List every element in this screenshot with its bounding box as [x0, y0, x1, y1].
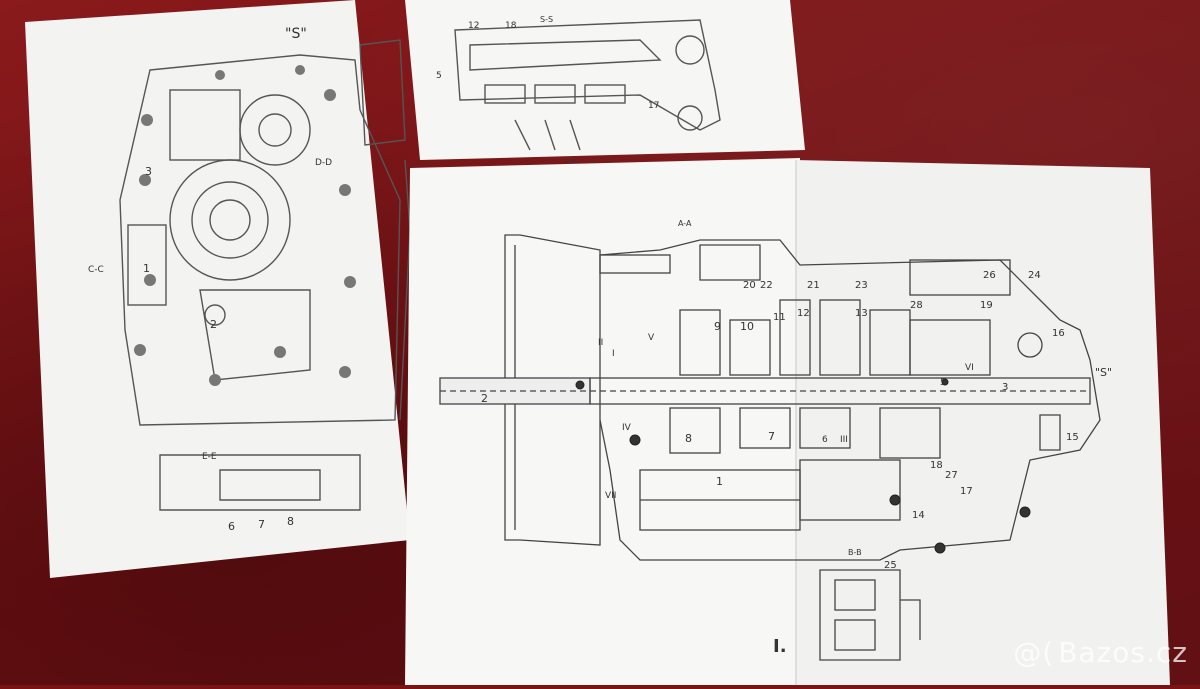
main-roman-2: II — [598, 338, 603, 348]
main-callout-2: 2 — [481, 392, 488, 405]
main-callout-20: 20 — [743, 280, 756, 291]
main-section-a: A-A — [678, 219, 692, 228]
main-callout-11: 11 — [773, 312, 786, 323]
bazos-watermark: @(Bazos.cz — [1013, 636, 1188, 669]
main-output-s: "S" — [1095, 366, 1112, 379]
main-roman-7: VII — [605, 491, 616, 501]
main-section-b: B-B — [848, 548, 862, 557]
left-callout-8: 8 — [287, 515, 294, 528]
main-callout-9: 9 — [714, 320, 721, 333]
main-callout-28: 28 — [910, 300, 923, 311]
left-section-c: C-C — [88, 265, 104, 275]
main-sheet-number: I. — [773, 636, 787, 657]
main-callout-21: 21 — [807, 280, 820, 291]
left-callout-6: 6 — [228, 520, 235, 533]
left-section-d: D-D — [315, 158, 332, 168]
left-callout-7: 7 — [258, 518, 265, 531]
left-callout-2: 2 — [210, 318, 217, 331]
main-callout-24: 24 — [1028, 270, 1041, 281]
main-callout-27: 27 — [945, 470, 958, 481]
main-roman-5: V — [648, 333, 655, 343]
left-section-e: E-E — [202, 452, 217, 462]
main-callout-5: 5 — [940, 378, 946, 388]
top-callout-18: 18 — [505, 21, 517, 31]
main-callout-19: 19 — [980, 300, 993, 311]
left-callout-3: 3 — [145, 165, 152, 178]
top-callout-17: 17 — [648, 101, 659, 111]
main-roman-1: I — [612, 349, 615, 359]
main-roman-3: III — [840, 435, 848, 445]
main-callout-25: 25 — [884, 560, 897, 571]
main-callout-26: 26 — [983, 270, 996, 281]
main-callout-18: 18 — [930, 460, 943, 471]
main-roman-6: VI — [965, 363, 974, 373]
bazos-logo-icon: @( — [1013, 636, 1055, 669]
main-callout-13: 13 — [855, 308, 868, 319]
main-callout-3: 3 — [1002, 382, 1008, 393]
main-callout-17: 17 — [960, 486, 973, 497]
top-callout-12: 12 — [468, 21, 479, 31]
main-callout-15: 15 — [1066, 432, 1079, 443]
main-callout-22: 22 — [760, 280, 773, 291]
main-callout-12: 12 — [797, 308, 810, 319]
main-callout-16: 16 — [1052, 328, 1065, 339]
main-callout-14: 14 — [912, 510, 925, 521]
main-callout-8: 8 — [685, 432, 692, 445]
left-callout-1: 1 — [143, 262, 150, 275]
bazos-watermark-text: Bazos.cz — [1058, 636, 1188, 669]
top-section-6: 6-6 — [565, 158, 578, 167]
main-roman-4: IV — [622, 423, 632, 433]
top-callout-5: 5 — [436, 71, 442, 81]
main-callout-1: 1 — [716, 475, 723, 488]
main-callout-7: 7 — [768, 430, 775, 443]
left-s-mark: "S" — [285, 26, 307, 42]
main-callout-6: 6 — [822, 435, 828, 445]
top-section-s: S-S — [540, 15, 553, 24]
main-callout-10: 10 — [740, 320, 754, 333]
main-callout-23: 23 — [855, 280, 868, 291]
